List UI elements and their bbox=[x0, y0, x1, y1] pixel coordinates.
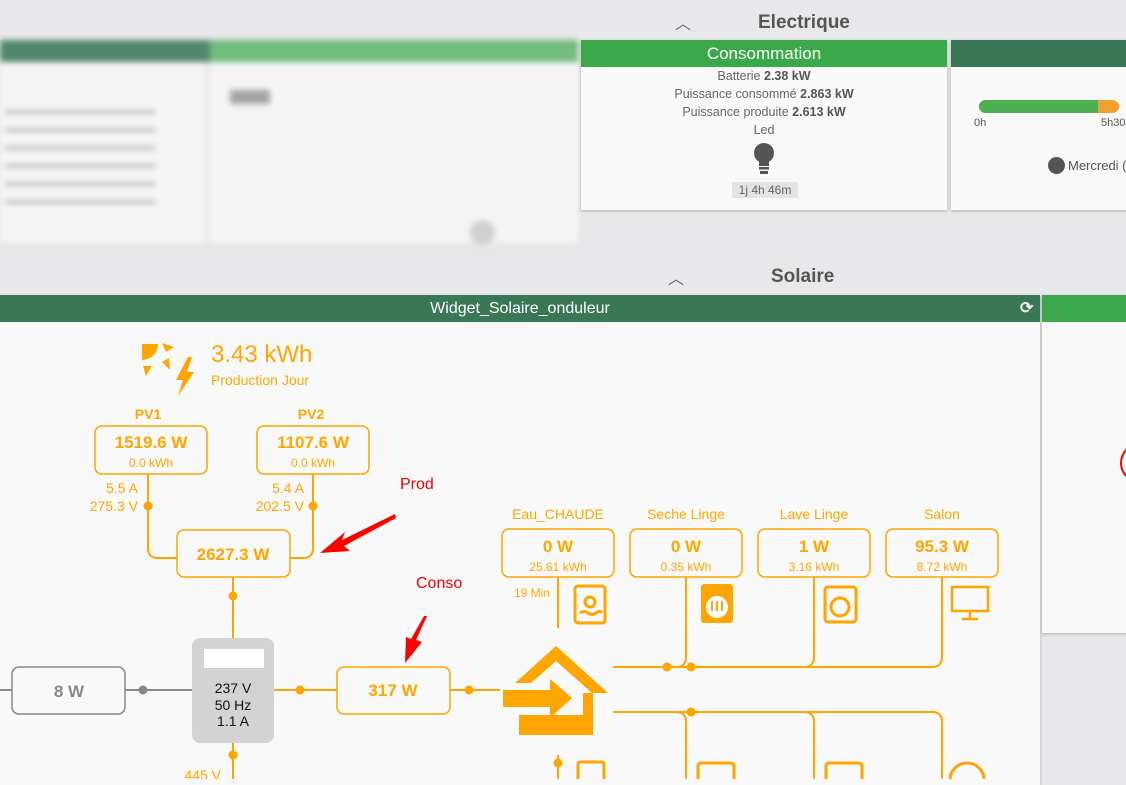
section-title-electrique: Electrique bbox=[758, 12, 850, 33]
battery-voltage: 445 V bbox=[184, 767, 221, 779]
monitor-icon bbox=[950, 585, 990, 621]
junction-dots bbox=[143, 501, 696, 768]
consumer-energy: 0.35 kWh bbox=[661, 560, 712, 574]
pv1-voltage: 275.3 V bbox=[90, 498, 139, 514]
pv2-label: PV2 bbox=[298, 406, 325, 422]
consumer-power: 0 W bbox=[543, 537, 574, 556]
consommation-title: Consommation bbox=[581, 40, 947, 67]
meter-voltage: 237 V bbox=[215, 680, 252, 696]
total-production-box[interactable] bbox=[176, 529, 291, 578]
dryer-icon bbox=[701, 584, 733, 623]
appliance-icon bbox=[576, 760, 606, 779]
annotation-prod: Prod bbox=[400, 476, 434, 493]
consumer-name-eau-chaude: Eau_CHAUDE bbox=[512, 506, 604, 522]
eau-chaude-duration: 19 Min bbox=[514, 586, 550, 600]
batterie-row: Batterie 2.38 kW bbox=[717, 69, 811, 83]
led-label: Led bbox=[753, 123, 775, 137]
consumer-power: 1 W bbox=[799, 537, 830, 556]
puissance-produite-row: Puissance produite 2.613 kW bbox=[682, 105, 846, 119]
consumer-name-lave-linge: Lave Linge bbox=[780, 506, 849, 522]
timeline-day: Mercredi ( bbox=[1068, 158, 1126, 173]
blurred-widgets bbox=[0, 40, 578, 245]
pv1-current: 5.5 A bbox=[106, 480, 139, 496]
pv2-box[interactable] bbox=[256, 425, 370, 475]
consumer-power: 0 W bbox=[671, 537, 702, 556]
house-power: 317 W bbox=[368, 681, 418, 700]
arrow-conso-icon bbox=[405, 616, 427, 663]
oven-icon bbox=[824, 761, 864, 779]
oven-icon bbox=[696, 761, 736, 779]
consumer-box-salon[interactable] bbox=[885, 528, 999, 578]
consumer-name-seche-linge: Seche Linge bbox=[647, 506, 725, 522]
pv1-label: PV1 bbox=[135, 406, 162, 422]
consommation-card: Consommation Batterie 2.38 kW Puissance … bbox=[581, 40, 947, 210]
solar-production-icon bbox=[142, 343, 194, 396]
collapse-electrique-icon[interactable]: ︿ bbox=[675, 16, 692, 33]
pv2-energy: 0.0 kWh bbox=[291, 456, 335, 470]
solaire-side-card bbox=[1042, 295, 1126, 633]
total-power: 2627.3 W bbox=[197, 545, 271, 564]
widget-title: Widget_Solaire_onduleur bbox=[0, 295, 1040, 322]
consumer-box-eau-chaude[interactable] bbox=[501, 528, 615, 578]
led-duration: 1j 4h 46m bbox=[732, 182, 798, 198]
consumer-box-lave-linge[interactable] bbox=[757, 528, 871, 578]
pv1-energy: 0.0 kWh bbox=[129, 456, 173, 470]
consumer-energy: 25.61 kWh bbox=[529, 560, 586, 574]
annotation-conso: Conso bbox=[416, 575, 462, 592]
car-charger-icon bbox=[948, 761, 986, 779]
collapse-solaire-icon[interactable]: ︿ bbox=[668, 271, 685, 288]
grid-box[interactable] bbox=[11, 666, 126, 715]
pv2-current: 5.4 A bbox=[272, 480, 305, 496]
consumer-energy: 3.16 kWh bbox=[789, 560, 840, 574]
washing-machine-icon bbox=[823, 585, 858, 624]
consumer-name-salon: Salon bbox=[924, 506, 960, 522]
pv2-power: 1107.6 W bbox=[277, 433, 350, 452]
timeline-bar bbox=[979, 100, 1119, 113]
meter-icon[interactable] bbox=[192, 638, 274, 743]
timeline-card: 0h 5h30 Mercredi ( bbox=[951, 40, 1126, 210]
timeline-mark: 5h30 bbox=[1101, 117, 1126, 129]
grid-power: 8 W bbox=[54, 682, 85, 701]
timeline-start: 0h bbox=[974, 117, 987, 129]
lightbulb-icon[interactable] bbox=[753, 142, 775, 176]
house-import-icon bbox=[503, 646, 608, 735]
consumer-energy: 8.72 kWh bbox=[917, 560, 968, 574]
consumer-power: 95.3 W bbox=[915, 537, 970, 556]
arrow-prod-icon bbox=[320, 514, 396, 553]
meter-current: 1.1 A bbox=[217, 713, 250, 729]
pv1-box[interactable] bbox=[94, 425, 208, 475]
production-label: Production Jour bbox=[211, 372, 309, 388]
pv2-voltage: 202.5 V bbox=[256, 498, 305, 514]
pv1-power: 1519.6 W bbox=[115, 433, 189, 452]
house-power-box[interactable] bbox=[336, 666, 451, 715]
production-value: 3.43 kWh bbox=[211, 341, 312, 368]
section-title-solaire: Solaire bbox=[771, 266, 835, 287]
status-dot-icon bbox=[1048, 157, 1065, 174]
meter-frequency: 50 Hz bbox=[215, 697, 252, 713]
water-heater-icon bbox=[573, 584, 607, 625]
refresh-icon[interactable]: ⟳ bbox=[1020, 300, 1034, 317]
puissance-consomme-row: Puissance consommé 2.863 kW bbox=[674, 87, 854, 101]
consumer-box-seche-linge[interactable] bbox=[629, 528, 743, 578]
